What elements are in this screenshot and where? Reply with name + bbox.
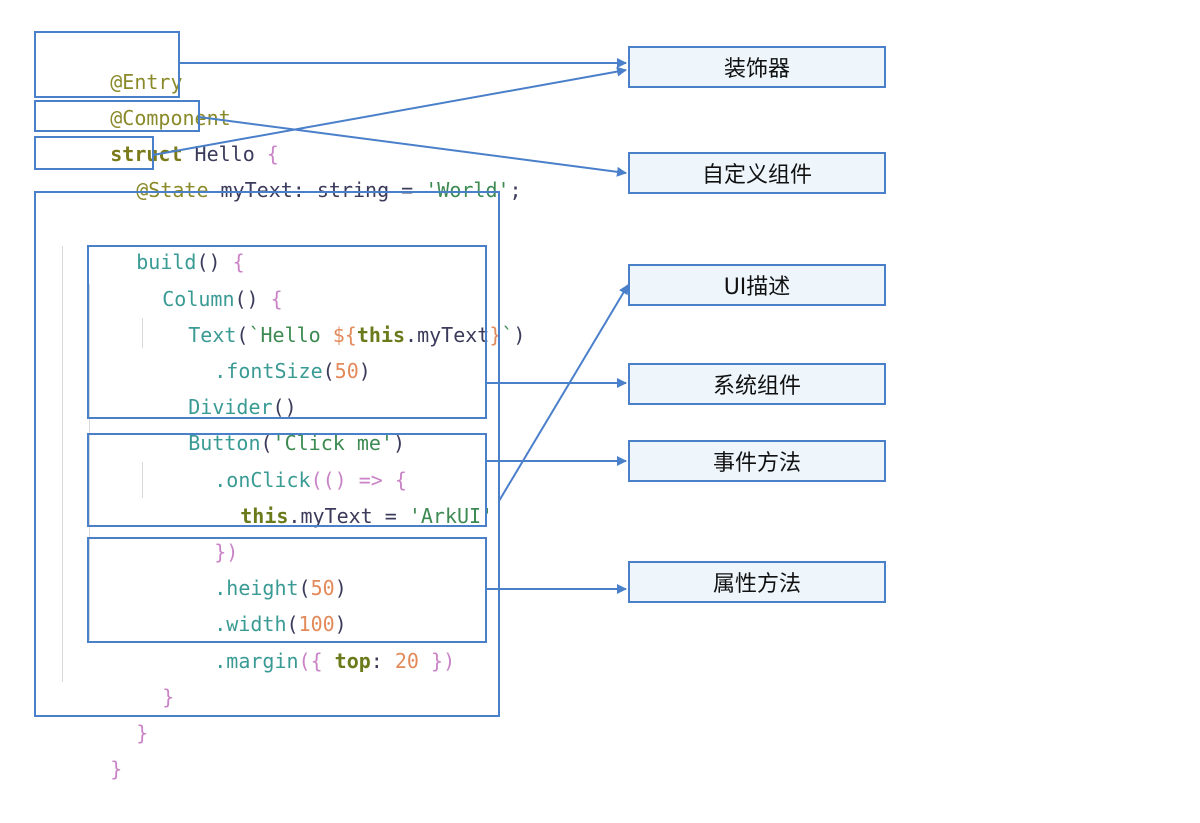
code-line-state: @State myText: string = 'World'; [64,136,521,202]
code-token: ; [509,178,522,202]
code-token: ) [334,612,347,636]
build-frame [34,191,500,717]
code-token: @Entry [110,70,183,94]
code-token: .myText [405,323,490,347]
event-method-label: 事件方法 [628,440,886,482]
code-token: ( [260,431,273,455]
code-token: { [258,287,283,311]
code-token: 50 [334,359,359,383]
code-line-column: Column() { [90,245,282,311]
code-token: .width [214,612,287,636]
code-line-divider: Divider() [116,353,296,419]
code-token: top [334,649,371,673]
code-token: Column [162,287,235,311]
code-token: (() => { [310,468,407,492]
code-token: this [356,323,406,347]
code-token: { [220,250,245,274]
code-token: .height [214,576,299,600]
annotation-overlay [34,31,629,717]
state-frame [34,136,154,170]
code-line-assign: this.myText = 'ArkUI' [168,462,493,528]
indent-guide [89,284,90,640]
code-token: ) [513,323,526,347]
indent-guide [142,462,143,498]
code-token: .myText = [288,504,409,528]
code-token: ( [286,612,299,636]
ui-description-arrow [498,284,629,502]
column-frame [87,245,487,419]
code-token: this [240,504,289,528]
code-token: () [196,250,221,274]
code-line-text: Text(`Hello ${this.myText}`) [116,281,525,347]
code-token: ( [322,359,335,383]
code-token: { [266,142,279,166]
code-line-onclick-close: }) [142,498,238,564]
code-token: }) [214,540,239,564]
code-token: .margin [214,649,299,673]
code-line-width: .width(100) [142,570,346,636]
code-token: ) [358,359,371,383]
code-token: ({ [298,649,335,673]
custom-component-arrow [198,116,627,177]
code-token: ${ [332,323,357,347]
code-token: ( [236,323,249,347]
code-token: .onClick [214,468,311,492]
indent-guide [62,246,63,682]
system-component-label: 系统组件 [628,363,886,405]
ui-description-label: UI描述 [628,264,886,306]
code-token: () [272,395,297,419]
code-line-struct: struct Hello { [38,100,279,166]
event-frame [87,433,487,527]
code-token: : [370,649,395,673]
code-line-column-close: } [90,643,174,709]
code-token: ) [334,576,347,600]
code-token: ` [501,323,514,347]
code-token: 'ArkUI' [408,504,494,528]
code-token: } [162,685,175,709]
attribute-method-label: 属性方法 [628,561,886,603]
attribute-frame [87,537,487,643]
state-decorator-arrow [152,66,627,156]
code-line-fontsize: .fontSize(50) [142,317,371,383]
code-token: Text [188,323,237,347]
code-token: () [234,287,259,311]
custom-component-label: 自定义组件 [628,152,886,194]
code-listing: @Entry @Component struct Hello { @State … [38,28,525,781]
code-line-onclick: .onClick(() => { [142,426,407,492]
code-token: myText: string = [208,178,426,202]
code-token: build [136,250,197,274]
code-line-entry: @Entry [38,28,182,94]
indent-guide [142,318,143,348]
code-token: struct [110,142,183,166]
code-token: ( [298,576,311,600]
code-token: 50 [310,576,335,600]
code-token: 'World' [425,178,510,202]
code-token: 20 [394,649,419,673]
code-token: @State [136,178,209,202]
code-line-build-close: } [64,679,148,745]
code-line-margin: .margin({ top: 20 }) [142,607,455,673]
struct-frame [34,100,200,132]
code-token: .fontSize [214,359,323,383]
code-token: Divider [188,395,273,419]
code-token: 100 [298,612,335,636]
code-line-build: build() { [64,208,244,274]
code-line-height: .height(50) [142,534,346,600]
arkui-code-annotation-diagram: @Entry @Component struct Hello { @State … [34,28,886,781]
decorator-label: 装饰器 [628,46,886,88]
code-token: } [136,721,149,745]
code-token: }) [418,649,456,673]
code-token: ) [392,431,406,455]
decorator-frame [34,31,180,98]
code-token: `Hello [248,323,333,347]
